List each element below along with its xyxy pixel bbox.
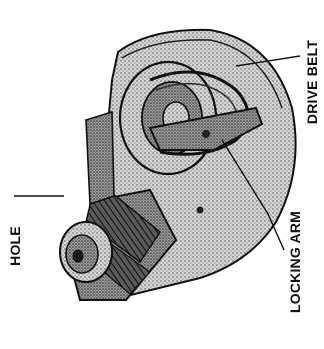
spindle [60,222,112,282]
drive-belt-label: DRIVE BELT [304,40,320,124]
locking-arm-pivot [202,130,210,138]
hole-label: HOLE [7,226,23,266]
base-screw [197,207,204,214]
hole-opening [73,250,83,262]
housing-side-panel [86,112,114,204]
locking-arm-label: LOCKING ARM [287,211,303,313]
